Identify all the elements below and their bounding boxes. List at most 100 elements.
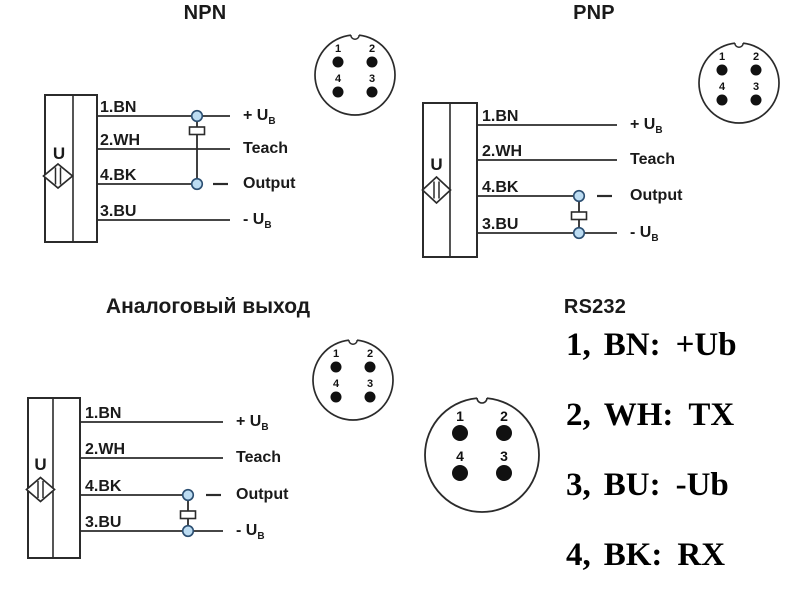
pnp-terminal-ub-minus: - UB bbox=[630, 224, 659, 245]
pnp-connector-pin2-label: 2 bbox=[752, 51, 760, 63]
pnp-pin3-dot bbox=[750, 94, 762, 106]
npn-terminal-ub-minus: - UB bbox=[243, 211, 272, 232]
pnp-load-resistor bbox=[570, 211, 588, 221]
analog-pin3-dot bbox=[364, 391, 376, 403]
analog-device-label: U bbox=[34, 455, 47, 474]
pnp-pin1-dot bbox=[716, 64, 728, 76]
pnp-connector-pin1-label: 1 bbox=[718, 51, 726, 63]
analog-connector-pin1-label: 1 bbox=[332, 348, 340, 360]
rs232-item2-wire: WH: bbox=[603, 397, 674, 433]
rs232-title: RS232 bbox=[563, 296, 627, 318]
analog-terminal-ub-minus: - UB bbox=[236, 522, 265, 543]
analog-node-bottom bbox=[181, 524, 195, 538]
rs232-item4-wire: BK: bbox=[603, 537, 663, 573]
npn-wire-label-2wh: 2.WH bbox=[100, 132, 140, 149]
rs232-pinout-item-1: 1, BN: +Ub bbox=[566, 328, 737, 362]
analog-sensor-box bbox=[27, 397, 81, 559]
rs232-item1-signal: +Ub bbox=[675, 327, 737, 363]
rs232-connector-pin3-label: 3 bbox=[500, 448, 508, 464]
rs232-pin4-dot bbox=[452, 465, 468, 481]
rs232-item3-number: 3, bbox=[566, 467, 591, 503]
npn-connector-pin2-label: 2 bbox=[368, 43, 376, 55]
analog-connector-pin4-label: 4 bbox=[332, 378, 340, 390]
analog-wire-label-1bn: 1.BN bbox=[85, 405, 122, 422]
rs232-connector-notch bbox=[476, 397, 488, 404]
analog-circuit bbox=[25, 397, 223, 559]
npn-connector-pin4-label: 4 bbox=[334, 73, 342, 85]
pnp-circuit bbox=[421, 102, 617, 258]
pnp-terminal-output: Output bbox=[630, 187, 683, 204]
pnp-ultrasonic-symbol bbox=[421, 175, 452, 205]
analog-terminal-ub-plus: + UB bbox=[236, 413, 269, 434]
analog-connector bbox=[312, 335, 394, 421]
analog-terminal-output: Output bbox=[236, 486, 289, 503]
rs232-pin2-dot bbox=[496, 425, 512, 441]
npn-node-output bbox=[190, 177, 204, 191]
rs232-item3-signal: -Ub bbox=[675, 467, 729, 503]
analog-pin1-dot bbox=[330, 361, 342, 373]
npn-ultrasonic-symbol bbox=[42, 162, 74, 190]
pnp-terminal-teach: Teach bbox=[630, 151, 676, 168]
pnp-node-output bbox=[572, 189, 586, 203]
npn-wire-label-3bu: 3.BU bbox=[100, 203, 137, 220]
npn-device-label: U bbox=[52, 144, 66, 163]
rs232-pinout-item-2: 2, WH: TX bbox=[566, 398, 734, 432]
analog-title: Аналоговый выход bbox=[105, 295, 311, 318]
npn-connector-notch bbox=[350, 34, 360, 40]
rs232-item3-wire: BU: bbox=[603, 467, 661, 503]
rs232-pin1-dot bbox=[452, 425, 468, 441]
analog-connector-notch bbox=[348, 339, 358, 345]
pnp-pin2-dot bbox=[750, 64, 762, 76]
rs232-item4-signal: RX bbox=[677, 537, 726, 573]
rs232-pin3-dot bbox=[496, 465, 512, 481]
pnp-connector-notch bbox=[734, 42, 744, 48]
pnp-wire-label-3bu: 3.BU bbox=[482, 216, 519, 233]
npn-wire-label-1bn: 1.BN bbox=[100, 99, 137, 116]
analog-ultrasonic-symbol bbox=[25, 476, 56, 503]
npn-terminal-ub-plus: + UB bbox=[243, 107, 276, 128]
pnp-device-label: U bbox=[430, 155, 443, 174]
npn-connector-pin3-label: 3 bbox=[368, 73, 376, 85]
pnp-title: PNP bbox=[573, 2, 615, 24]
npn-terminal-output: Output bbox=[243, 175, 296, 192]
npn-wire-label-4bk: 4.BK bbox=[100, 167, 137, 184]
npn-connector-pin1-label: 1 bbox=[334, 43, 342, 55]
npn-circuit bbox=[42, 94, 230, 243]
analog-connector-pin2-label: 2 bbox=[366, 348, 374, 360]
analog-wire-label-3bu: 3.BU bbox=[85, 514, 122, 531]
analog-pin2-dot bbox=[364, 361, 376, 373]
analog-connector-pin3-label: 3 bbox=[366, 378, 374, 390]
pnp-node-bottom bbox=[572, 226, 586, 240]
analog-wire-label-4bk: 4.BK bbox=[85, 478, 122, 495]
rs232-item1-wire: BN: bbox=[603, 327, 661, 363]
pnp-connector-pin4-label: 4 bbox=[718, 81, 726, 93]
npn-pin2-dot bbox=[366, 56, 378, 68]
rs232-item1-number: 1, bbox=[566, 327, 591, 363]
analog-terminal-teach: Teach bbox=[236, 449, 282, 466]
analog-pin4-dot bbox=[330, 391, 342, 403]
analog-node-output bbox=[181, 488, 195, 502]
pnp-wire-label-1bn: 1.BN bbox=[482, 108, 519, 125]
npn-node-top bbox=[190, 109, 204, 123]
npn-connector bbox=[314, 30, 396, 116]
pnp-wire-label-4bk: 4.BK bbox=[482, 179, 519, 196]
rs232-connector bbox=[424, 393, 540, 513]
rs232-item2-number: 2, bbox=[566, 397, 591, 433]
pnp-connector bbox=[698, 38, 780, 124]
rs232-connector-pin2-label: 2 bbox=[500, 408, 508, 424]
pnp-terminal-ub-plus: + UB bbox=[630, 116, 663, 137]
rs232-pinout-item-3: 3, BU: -Ub bbox=[566, 468, 729, 502]
npn-pin3-dot bbox=[366, 86, 378, 98]
rs232-item4-number: 4, bbox=[566, 537, 591, 573]
pnp-pin4-dot bbox=[716, 94, 728, 106]
rs232-pinout-item-4: 4, BK: RX bbox=[566, 538, 725, 572]
rs232-connector-pin1-label: 1 bbox=[456, 408, 464, 424]
analog-wire-label-2wh: 2.WH bbox=[85, 441, 125, 458]
npn-load-resistor bbox=[188, 126, 206, 136]
npn-terminal-teach: Teach bbox=[243, 140, 289, 157]
rs232-item2-signal: TX bbox=[688, 397, 735, 433]
npn-pin1-dot bbox=[332, 56, 344, 68]
rs232-connector-pin4-label: 4 bbox=[456, 448, 464, 464]
